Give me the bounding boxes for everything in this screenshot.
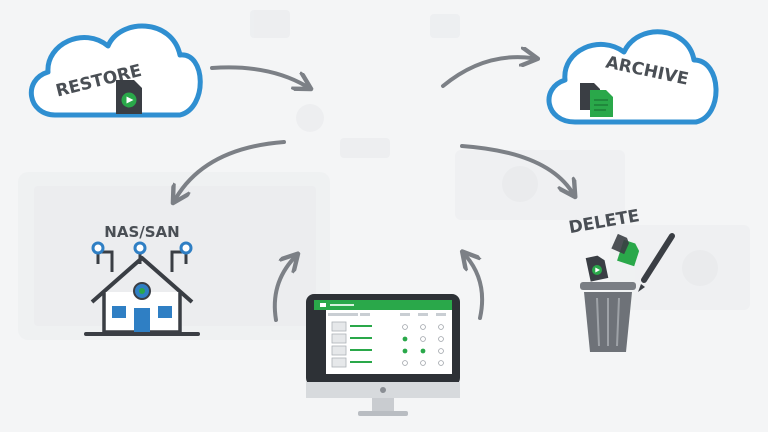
- arrow-monitor-right: [466, 256, 485, 320]
- nas-san-node: NAS/SAN: [84, 223, 200, 336]
- video-file-icon: [116, 80, 142, 114]
- archive-cloud: ARCHIVE: [546, 29, 719, 125]
- restore-cloud: RESTORE: [28, 23, 203, 118]
- arrow-monitor-left: [272, 258, 294, 322]
- pen-icon: [638, 233, 675, 292]
- smart-house-icon: [84, 241, 200, 336]
- falling-document-icon: [611, 233, 640, 267]
- arrow-to-nas: [176, 140, 286, 198]
- trash-can-icon: [580, 282, 636, 352]
- arrow-restore-to-monitor: [210, 65, 306, 86]
- documents-icon: [580, 83, 613, 117]
- nas-san-label: NAS/SAN: [104, 223, 179, 241]
- falling-file-icon: [585, 255, 609, 282]
- arrow-to-delete: [460, 144, 572, 192]
- flow-arrows: [176, 57, 572, 322]
- computer-monitor-icon: [306, 294, 460, 416]
- arrow-to-archive: [441, 57, 532, 88]
